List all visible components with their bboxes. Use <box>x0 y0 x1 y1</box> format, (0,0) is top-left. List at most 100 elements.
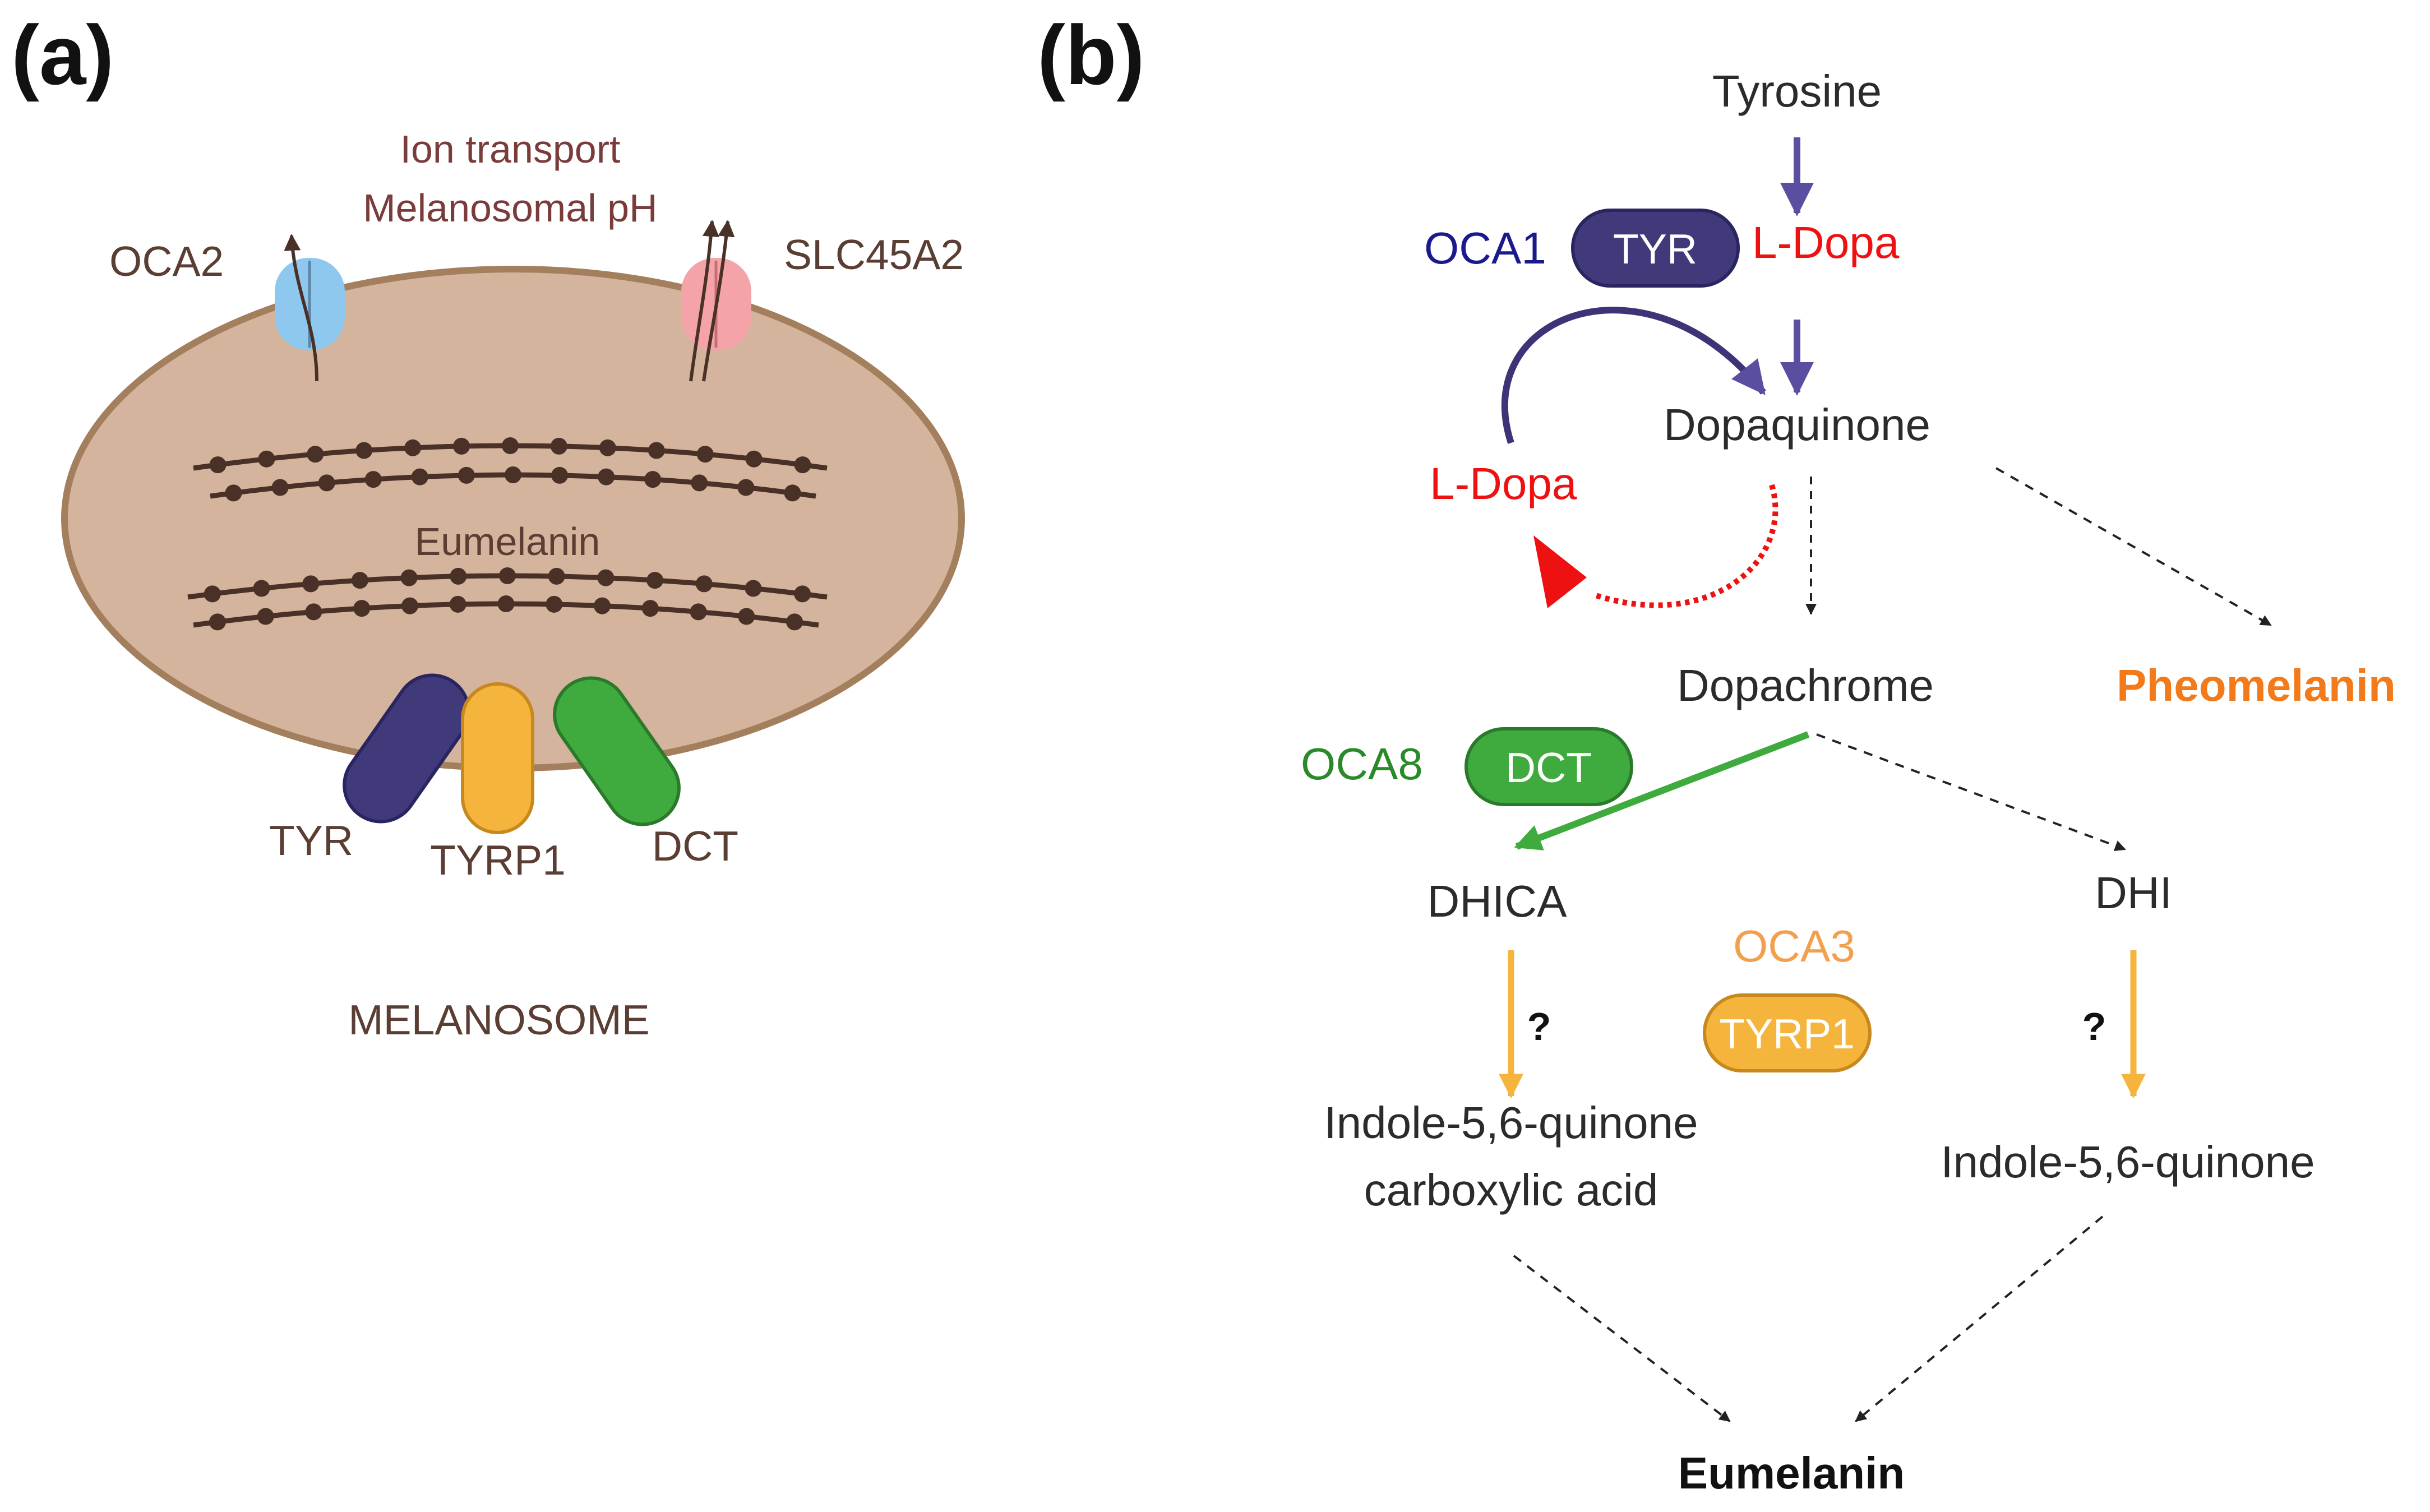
oca3-label: OCA3 <box>1733 921 1855 971</box>
fiber-bead <box>253 580 270 597</box>
slc45a2-label: SLC45A2 <box>784 231 964 278</box>
dct-enzyme <box>553 676 681 826</box>
fiber-bead <box>353 600 371 617</box>
fiber-bead <box>458 466 475 484</box>
tyr-enzyme <box>343 673 470 824</box>
tyr-pill-label: TYR <box>1613 225 1697 272</box>
fiber-bead <box>794 456 811 474</box>
fiber-bead <box>599 439 616 456</box>
fiber-bead <box>502 437 519 454</box>
panel-a-label: (a) <box>11 8 114 102</box>
arrow-dopachrome-to-dhica <box>1514 731 1810 850</box>
oca8-label: OCA8 <box>1301 739 1423 789</box>
tyrp1-enzyme-label: TYRP1 <box>430 836 566 884</box>
fiber-bead <box>644 471 662 488</box>
fiber-bead <box>305 603 322 621</box>
fiber-bead <box>204 585 221 603</box>
unknown-left-mark: ? <box>1527 1005 1551 1048</box>
ldopa-loop-label: L-Dopa <box>1430 459 1577 508</box>
fiber-bead <box>209 456 227 474</box>
fiber-bead <box>450 567 467 585</box>
tyrosine-label: Tyrosine <box>1712 66 1882 116</box>
fiber-bead <box>598 468 615 485</box>
dopaquinone-label: Dopaquinone <box>1664 400 1930 450</box>
tyr-pill: TYR <box>1571 209 1740 288</box>
panel-a-melanosome: Eumelanin <box>61 220 965 834</box>
fiber-bead <box>271 479 289 496</box>
fiber-bead <box>696 446 714 463</box>
fiber-bead <box>551 466 569 484</box>
fiber-bead <box>550 437 567 455</box>
fiber-bead <box>400 569 418 586</box>
tyrp1-enzyme <box>461 682 534 834</box>
tyrp1-pill-label: TYRP1 <box>1719 1010 1855 1057</box>
arrow-dopaquinone-to-ldopa-red <box>1591 484 1778 608</box>
fiber-bead <box>784 484 801 502</box>
fiber-bead <box>499 567 516 584</box>
fiber-bead <box>641 600 659 617</box>
arrow-iq-to-eumelanin <box>1855 1215 2104 1422</box>
fiber-bead <box>404 439 422 456</box>
fiber-bead <box>453 437 470 455</box>
fiber-bead <box>548 567 565 585</box>
unknown-right-mark: ? <box>2082 1005 2106 1048</box>
fiber-bead <box>691 474 708 492</box>
panel-b-label: (b) <box>1037 8 1145 102</box>
fiber-bead <box>351 572 368 589</box>
fiber-bead <box>690 603 707 621</box>
fiber-bead <box>257 608 274 625</box>
iq-label: Indole-5,6-quinone <box>1941 1137 2314 1187</box>
tyr-enzyme-label: TYR <box>269 817 353 864</box>
fiber-bead <box>258 450 275 468</box>
dct-enzyme-label: DCT <box>652 822 738 870</box>
annotation-ion-transport: Ion transport <box>400 127 621 171</box>
fiber-bead <box>302 575 320 593</box>
eumelanin-label: Eumelanin <box>415 520 600 563</box>
fiber-bead <box>401 597 418 614</box>
ldopa-top-label: L-Dopa <box>1752 218 1900 267</box>
dct-pill-label: DCT <box>1505 744 1592 791</box>
fiber-bead <box>737 479 755 496</box>
dopachrome-label: Dopachrome <box>1677 660 1934 710</box>
arrow-iqca-to-eumelanin <box>1513 1255 1731 1422</box>
red-arrowhead <box>1533 535 1587 608</box>
slc45a2-transporter <box>681 220 751 382</box>
fiber-bead <box>546 595 563 613</box>
iqca-label-line1: Indole-5,6-quinone <box>1324 1098 1698 1148</box>
eumelanin-label-b: Eumelanin <box>1678 1448 1905 1498</box>
oca2-transporter <box>275 234 345 382</box>
iqca-label-line2: carboxylic acid <box>1364 1165 1659 1215</box>
oca1-label: OCA1 <box>1424 223 1546 273</box>
fiber-bead <box>786 613 803 631</box>
fiber-bead <box>745 580 762 597</box>
fiber-bead <box>225 484 242 502</box>
dhi-label: DHI <box>2095 868 2172 918</box>
annotation-melanosomal-ph: Melanosomal pH <box>363 186 657 230</box>
fiber-bead <box>646 572 664 589</box>
eumelanin-fibers <box>187 437 828 631</box>
arrow-dopaquinone-to-pheomelanin <box>1995 467 2272 626</box>
pathway-arrows <box>1499 137 2272 1422</box>
fiber-bead <box>307 446 324 463</box>
fiber-bead <box>695 575 713 593</box>
tyrp1-pill: TYRP1 <box>1703 993 1872 1072</box>
fiber-bead <box>648 442 665 459</box>
fiber-bead <box>318 474 335 492</box>
dhica-label: DHICA <box>1427 876 1568 926</box>
arrow-dopachrome-to-dhi <box>1816 733 2126 852</box>
dct-pill: DCT <box>1465 727 1633 806</box>
fiber-bead <box>449 595 466 613</box>
fiber-bead <box>594 597 611 614</box>
fiber-bead <box>738 608 755 625</box>
fiber-bead <box>597 569 615 586</box>
fiber-bead <box>411 468 428 485</box>
fiber-bead <box>745 450 763 468</box>
fiber-bead <box>209 613 226 631</box>
oca2-label: OCA2 <box>109 238 224 285</box>
fiber-bead <box>497 595 515 612</box>
fiber-bead <box>355 442 373 459</box>
fiber-bead <box>505 466 521 483</box>
arrow-ldopa-loop-to-dopaquinone <box>1501 307 1766 444</box>
fiber-bead <box>364 471 382 488</box>
